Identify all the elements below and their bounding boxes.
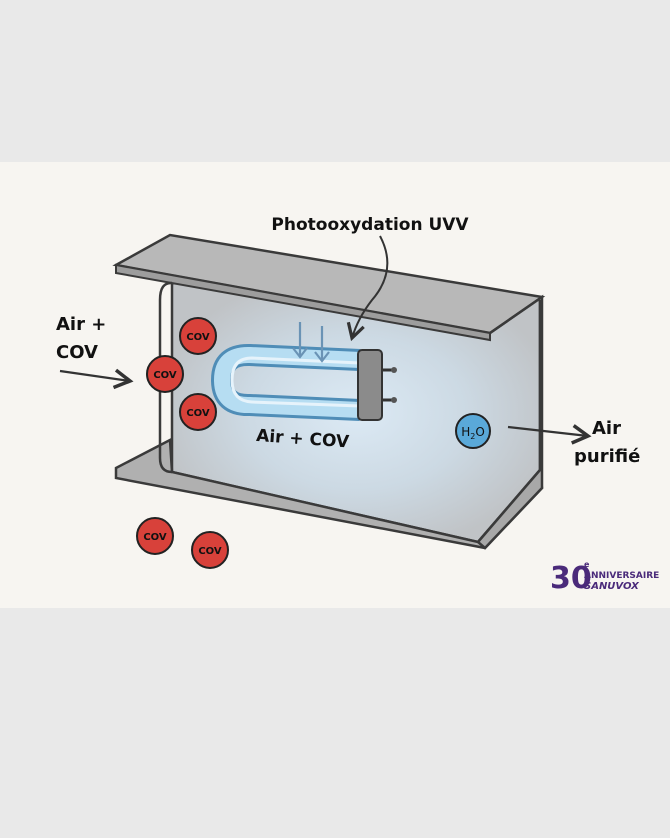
svg-text:COV: COV bbox=[153, 370, 177, 381]
svg-text:COV: COV bbox=[143, 532, 167, 543]
svg-text:H2O: H2O bbox=[461, 425, 485, 441]
inlet-label-line1: Air + bbox=[56, 314, 106, 335]
svg-text:COV: COV bbox=[186, 332, 210, 343]
svg-text:e: e bbox=[584, 560, 590, 569]
svg-text:30: 30 bbox=[550, 561, 592, 596]
svg-text:ANNIVERSAIRE: ANNIVERSAIRE bbox=[584, 571, 659, 581]
inlet-arrow bbox=[59, 368, 134, 390]
water-molecule: H2O bbox=[455, 413, 491, 449]
cov-molecule-1: COV bbox=[179, 317, 217, 355]
svg-text:SANUVOX: SANUVOX bbox=[584, 581, 640, 592]
duct-right-wall bbox=[476, 294, 544, 550]
uv-lamp bbox=[210, 344, 397, 421]
sanuvox-30th-anniversary-logo: 30 e ANNIVERSAIRE SANUVOX bbox=[550, 560, 659, 596]
inlet-label-line2: COV bbox=[56, 342, 98, 363]
outlet-arrow bbox=[507, 424, 592, 445]
cov-molecule-3: COV bbox=[179, 393, 217, 431]
outlet-label-line2: purifié bbox=[574, 446, 640, 467]
process-pointer-arrow bbox=[346, 235, 389, 342]
process-title: Photooxydation UVV bbox=[271, 215, 469, 235]
cov-molecule-2: COV bbox=[146, 355, 184, 393]
cov-molecule-5: COV bbox=[191, 531, 229, 569]
cov-molecule-4: COV bbox=[136, 517, 174, 555]
svg-text:COV: COV bbox=[198, 546, 222, 557]
top-margin bbox=[0, 0, 670, 162]
bottom-margin bbox=[0, 608, 670, 838]
svg-text:COV: COV bbox=[186, 408, 210, 419]
outlet-label-line1: Air bbox=[592, 418, 621, 439]
uv-ray-arrows bbox=[292, 322, 330, 363]
